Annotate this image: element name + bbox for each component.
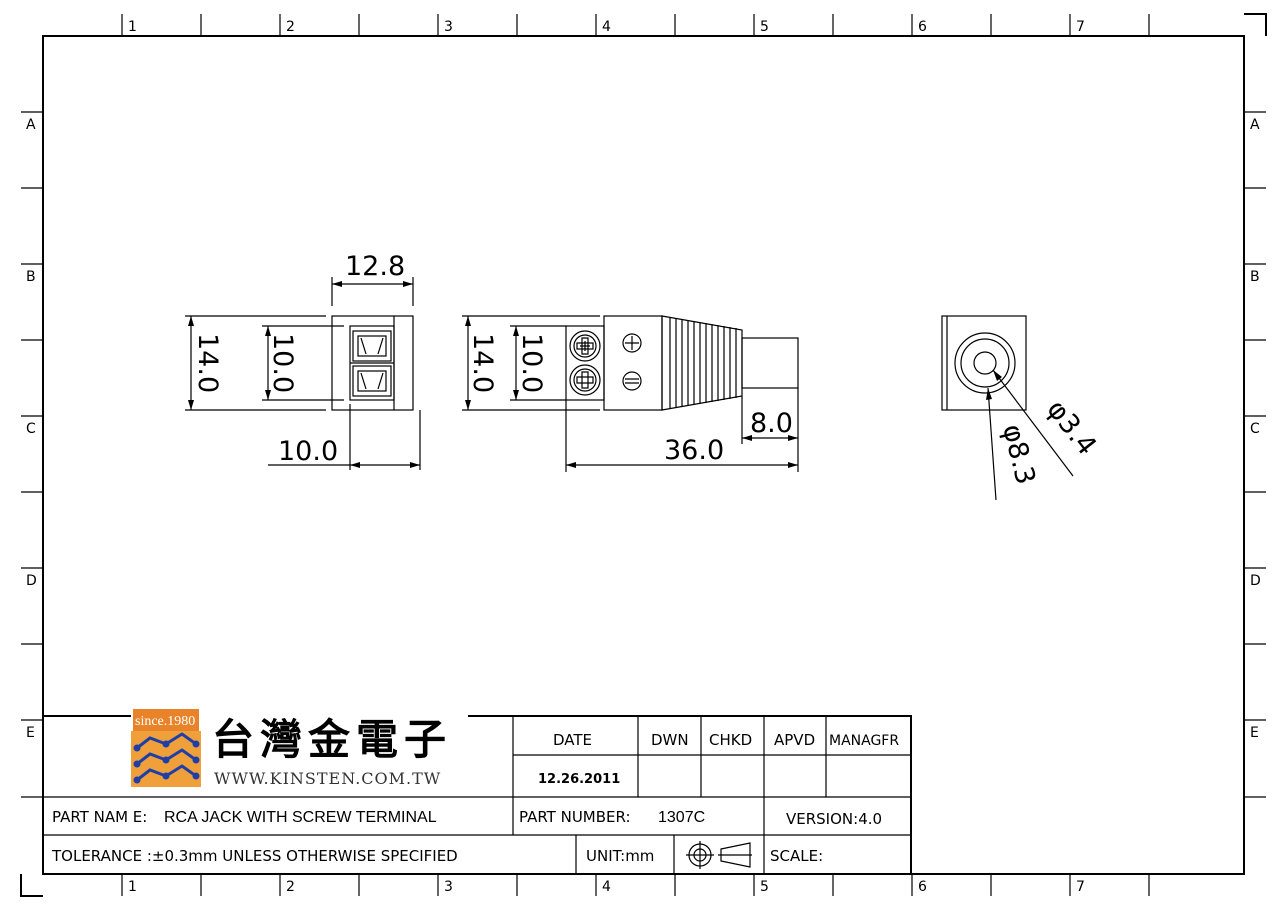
drawing-border [42,35,1245,875]
dim-10-0-label-inner: 10.0 [267,333,298,393]
zone-row-e-right: E [1250,725,1259,741]
dim-36-0-label: 36.0 [664,435,724,466]
zone-col-6-bottom: 6 [918,879,927,895]
zone-row-c-right: C [1250,421,1260,437]
unit-label: UNIT:mm [586,847,654,865]
part-number-value: 1307C [658,809,705,826]
dim-terminal-width: 12.8 [331,251,414,306]
logo-since-badge [133,709,199,731]
title-block: since.1980 台灣金電子 WWW.KINSTEN.COM.TW DATE… [43,709,912,874]
zone-row-c-left: C [26,421,36,437]
dim-plug-length: 8.0 [741,396,798,444]
apvd-label: APVD [774,731,815,749]
zone-ticks-vertical [21,111,1266,798]
dim-10-0-label-depth: 10.0 [278,436,338,467]
corner-mark-bottom-left [20,874,43,897]
dim-overall-length: 36.0 [565,388,799,472]
scale-label: SCALE: [770,847,823,865]
zone-col-6-top: 6 [918,19,927,35]
zone-col-5-bottom: 5 [760,879,769,895]
zone-row-d-right: D [1250,573,1261,589]
zone-col-4-top: 4 [602,19,611,35]
dim-12-8-label: 12.8 [345,251,405,282]
zone-row-b-left: B [26,269,36,285]
date-value: 12.26.2011 [538,772,620,787]
zone-row-e-left: E [26,725,35,741]
tolerance-text: TOLERANCE :±0.3mm UNLESS OTHERWISE SPECI… [51,847,458,865]
company-url: WWW.KINSTEN.COM.TW [214,769,441,788]
zone-col-1-top: 1 [128,19,137,35]
zone-ticks-horizontal [121,14,1150,896]
dim-phi-3-4-label: φ3.4 [1040,394,1102,461]
dim-side-height-outer: 14.0 [462,315,600,411]
corner-mark-top-right [1244,13,1267,36]
dim-10-0-label-side: 10.0 [516,333,547,393]
zone-col-7-bottom: 7 [1076,879,1085,895]
dim-14-0-label-side: 14.0 [467,333,498,393]
dim-8-0-label: 8.0 [750,408,793,439]
part-name-label: PART NAM E: [52,808,147,826]
zone-row-b-right: B [1250,269,1260,285]
dim-14-0-label-left: 14.0 [192,333,223,393]
dim-side-height-inner: 10.0 [510,325,566,401]
view-end: φ8.3 φ3.4 [941,315,1102,501]
managfr-label: MANAGFR [829,733,899,749]
zone-col-3-bottom: 3 [444,879,453,895]
zone-row-d-left: D [26,573,37,589]
chkd-label: CHKD [709,731,752,749]
zone-col-1-bottom: 1 [128,879,137,895]
dim-terminal-depth: 10.0 [268,404,421,470]
view-terminal-front [331,315,414,411]
zone-col-5-top: 5 [760,19,769,35]
zone-col-4-bottom: 4 [602,879,611,895]
zone-col-7-top: 7 [1076,19,1085,35]
zone-labels: 1 2 3 4 5 6 7 1 2 3 4 5 6 7 A B C D E A … [26,19,1261,895]
dim-terminal-height-outer: 14.0 [185,315,326,411]
zone-row-a-left: A [26,117,36,133]
view-side [565,315,799,411]
part-number-label: PART NUMBER: [519,808,631,826]
projection-symbol-icon [686,841,752,869]
date-label: DATE [553,731,592,749]
company-name-cjk: 台灣金電子 [212,715,452,764]
version-label: VERSION:4.0 [786,810,882,828]
zone-col-2-bottom: 2 [286,879,295,895]
zone-col-3-top: 3 [444,19,453,35]
logo-since-text: since.1980 [135,714,195,729]
dwn-label: DWN [651,731,689,749]
dim-terminal-height-inner: 10.0 [262,325,344,401]
part-name-value: RCA JACK WITH SCREW TERMINAL [164,809,437,826]
dim-phi-8-3-label: φ8.3 [996,421,1041,487]
zone-row-a-right: A [1250,117,1260,133]
zone-col-2-top: 2 [286,19,295,35]
